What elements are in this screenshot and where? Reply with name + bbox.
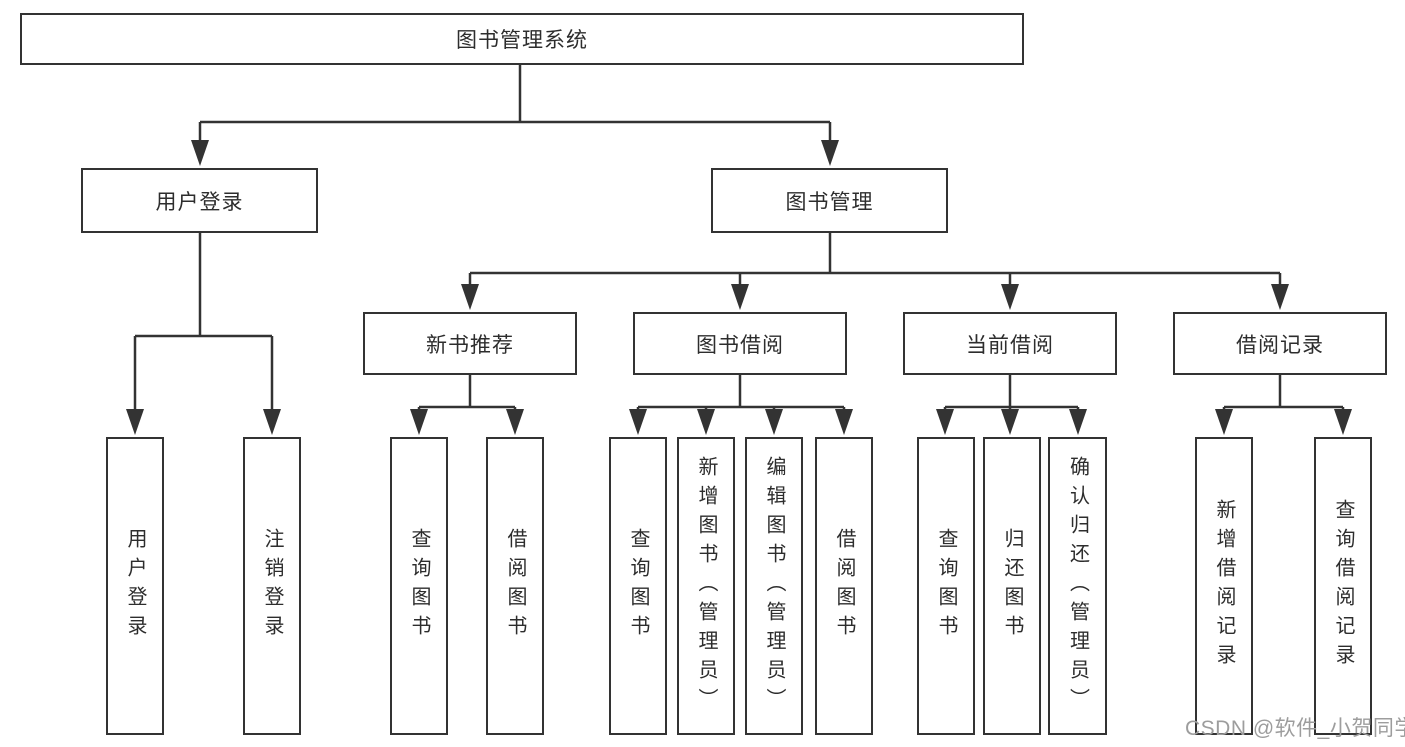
node-label: 新书推荐 — [426, 333, 514, 357]
node-label: 用户登录 — [124, 528, 146, 644]
node-book-management-module: 图书管理 — [711, 168, 948, 233]
node-borrow-records: 借阅记录 — [1173, 312, 1387, 375]
node-label: 查询图书 — [627, 528, 649, 644]
node-label: 借阅记录 — [1236, 333, 1324, 357]
node-label: 归还图书 — [1001, 528, 1023, 644]
csdn-watermark: CSDN @软件_小贺同学 — [1185, 717, 1405, 740]
node-label: 查询借阅记录 — [1332, 499, 1354, 673]
node-label: 查询图书 — [408, 528, 430, 644]
node-label: 当前借阅 — [966, 333, 1054, 357]
node-label: 用户登录 — [155, 190, 244, 214]
node-label: 图书管理系统 — [456, 29, 588, 52]
node-label: 新增图书（管理员） — [695, 455, 717, 717]
node-label: 编辑图书（管理员） — [763, 455, 785, 717]
node-label: 图书管理 — [785, 190, 874, 214]
node-leaf-add-book-admin: 新增图书（管理员） — [677, 437, 735, 735]
node-leaf-query-books-borrow: 查询图书 — [609, 437, 667, 735]
node-leaf-query-borrow-record: 查询借阅记录 — [1314, 437, 1372, 735]
node-leaf-return-book: 归还图书 — [983, 437, 1041, 735]
node-leaf-user-login: 用户登录 — [106, 437, 164, 735]
node-label: 图书借阅 — [696, 333, 784, 357]
node-leaf-add-borrow-record: 新增借阅记录 — [1195, 437, 1253, 735]
node-label: 借阅图书 — [504, 528, 526, 644]
node-leaf-borrow-book: 借阅图书 — [815, 437, 873, 735]
node-label: 新增借阅记录 — [1213, 499, 1235, 673]
node-library-management-system: 图书管理系统 — [20, 13, 1024, 65]
node-new-book-recommend: 新书推荐 — [363, 312, 577, 375]
node-leaf-logout: 注销登录 — [243, 437, 301, 735]
node-label: 借阅图书 — [833, 528, 855, 644]
node-user-login-module: 用户登录 — [81, 168, 318, 233]
node-label: 查询图书 — [935, 528, 957, 644]
node-current-borrow: 当前借阅 — [903, 312, 1117, 375]
node-book-borrow: 图书借阅 — [633, 312, 847, 375]
node-leaf-query-books-recommend: 查询图书 — [390, 437, 448, 735]
node-leaf-query-books-current: 查询图书 — [917, 437, 975, 735]
node-label: 确认归还（管理员） — [1066, 455, 1089, 717]
node-leaf-edit-book-admin: 编辑图书（管理员） — [745, 437, 803, 735]
node-leaf-borrow-books-recommend: 借阅图书 — [486, 437, 544, 735]
node-leaf-confirm-return-admin: 确认归还（管理员） — [1048, 437, 1107, 735]
node-label: 注销登录 — [261, 528, 283, 644]
